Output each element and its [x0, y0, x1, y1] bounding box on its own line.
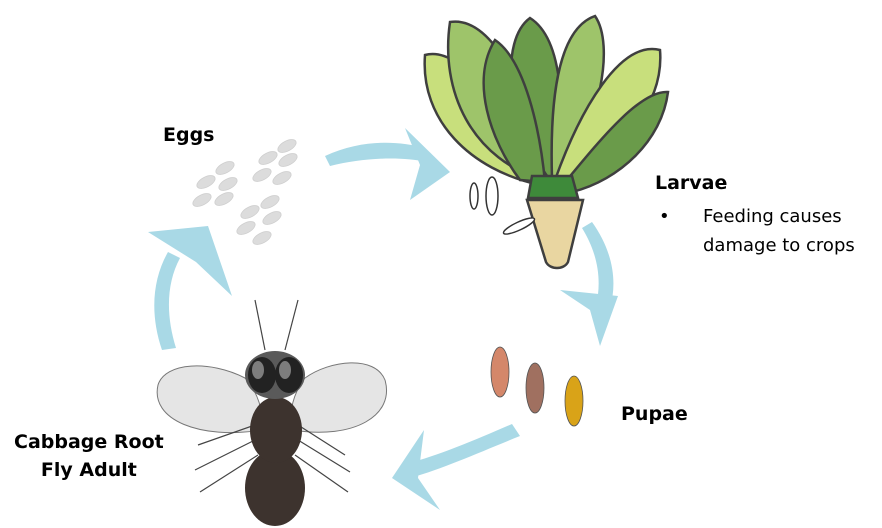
plant-stem	[527, 200, 583, 268]
fly-right-wing	[291, 363, 387, 432]
pupae-label: Pupae	[621, 403, 688, 425]
larvae-note-line-2: damage to crops	[655, 231, 855, 260]
adult-label-line-2: Fly Adult	[14, 456, 164, 484]
fly-thorax	[250, 397, 302, 463]
adult-label: Cabbage Root Fly Adult	[14, 428, 164, 484]
arrow-pupae-to-adult	[392, 424, 520, 510]
larvae-icon	[470, 177, 536, 237]
larvae-label: Larvae	[655, 172, 727, 194]
eggs-label: Eggs	[163, 124, 215, 146]
larvae-note-text-2: damage to crops	[703, 231, 855, 260]
bullet: •	[655, 202, 703, 231]
larvae-note-text-1: Feeding causes	[703, 202, 842, 231]
fly-adult-icon	[157, 300, 386, 526]
larvae-note-line-1: • Feeding causes	[655, 202, 855, 231]
pupae-icon	[491, 347, 583, 426]
cabbage-plant-icon	[425, 16, 668, 268]
adult-label-line-1: Cabbage Root	[14, 428, 164, 456]
larvae-note: • Feeding causes damage to crops	[655, 202, 855, 260]
arrow-eggs-to-larvae	[325, 128, 450, 200]
arrow-adult-to-eggs	[148, 226, 232, 350]
